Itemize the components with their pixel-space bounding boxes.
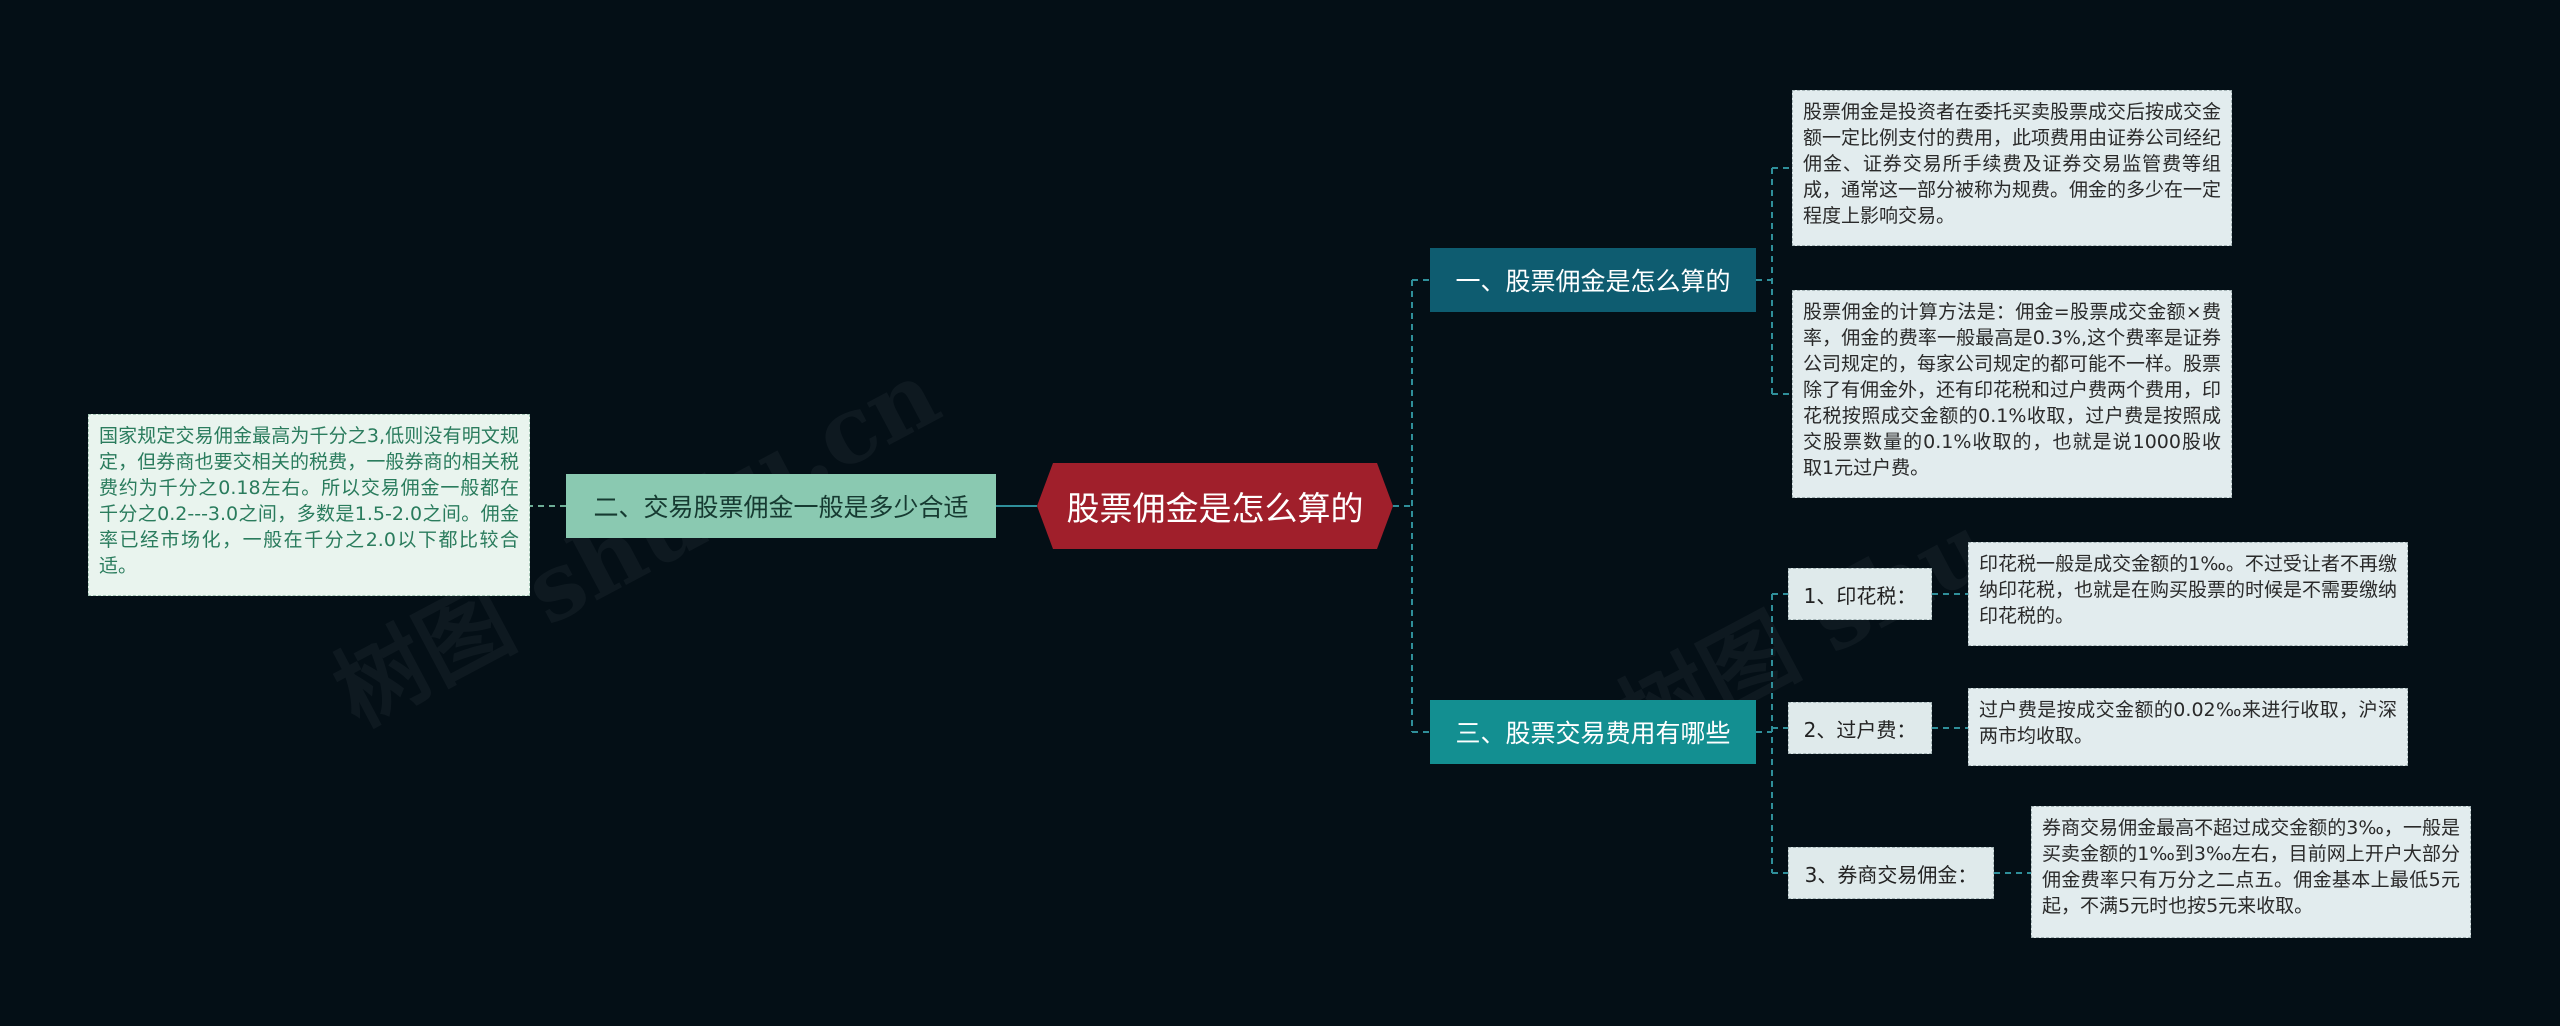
- leaf-node[interactable]: 印花税一般是成交金额的1‰。不过受让者不再缴纳印花税，也就是在购买股票的时候是不…: [1968, 542, 2408, 646]
- leaf-node[interactable]: 券商交易佣金最高不超过成交金额的3‰，一般是买卖金额的1‰到3‰左右，目前网上开…: [2031, 806, 2471, 938]
- topic-label: 三、股票交易费用有哪些: [1455, 719, 1731, 748]
- root-label: 股票佣金是怎么算的: [1066, 489, 1364, 528]
- topic-node-2[interactable]: 二、交易股票佣金一般是多少合适: [566, 474, 996, 538]
- topic-node-3[interactable]: 三、股票交易费用有哪些: [1430, 700, 1756, 764]
- topic-node-1[interactable]: 一、股票佣金是怎么算的: [1430, 248, 1756, 312]
- subtopic-node[interactable]: 3、券商交易佣金：: [1788, 847, 1994, 899]
- topic-label: 二、交易股票佣金一般是多少合适: [593, 493, 969, 522]
- root-node[interactable]: 股票佣金是怎么算的: [1037, 463, 1393, 549]
- topic-label: 一、股票佣金是怎么算的: [1455, 267, 1731, 296]
- leaf-node[interactable]: 股票佣金是投资者在委托买卖股票成交后按成交金额一定比例支付的费用，此项费用由证券…: [1792, 90, 2232, 246]
- subtopic-node[interactable]: 2、过户费：: [1788, 702, 1932, 754]
- leaf-node[interactable]: 国家规定交易佣金最高为千分之3,低则没有明文规定，但券商也要交相关的税费，一般券…: [88, 414, 530, 596]
- subtopic-node[interactable]: 1、印花税：: [1788, 568, 1932, 620]
- leaf-node[interactable]: 股票佣金的计算方法是：佣金=股票成交金额×费率，佣金的费率一般最高是0.3%,这…: [1792, 290, 2232, 498]
- leaf-node[interactable]: 过户费是按成交金额的0.02‰来进行收取，沪深两市均收取。: [1968, 688, 2408, 766]
